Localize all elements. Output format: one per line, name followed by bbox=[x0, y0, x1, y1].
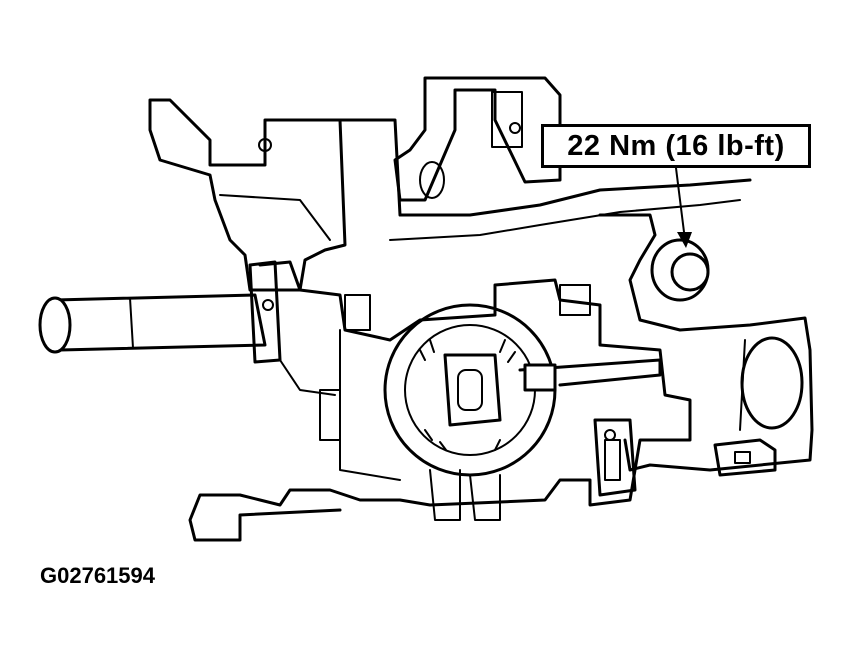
collar-hole bbox=[262, 299, 274, 311]
lower-tab-hole bbox=[604, 429, 616, 441]
lock-teeth bbox=[419, 339, 516, 451]
linkage-rod bbox=[518, 358, 662, 387]
left-bracket-arm bbox=[148, 98, 347, 292]
upper-bracket bbox=[393, 76, 562, 202]
upper-frame-line2 bbox=[389, 199, 741, 241]
arm-line bbox=[219, 194, 331, 241]
linkage-block bbox=[523, 363, 557, 392]
central-housing bbox=[188, 260, 692, 542]
left-lower-block bbox=[319, 389, 341, 441]
shaft-end bbox=[38, 296, 72, 354]
lower-tab bbox=[593, 418, 637, 497]
right-bracket bbox=[598, 213, 814, 472]
housing-slot-right bbox=[559, 284, 591, 316]
callout-leader bbox=[675, 167, 685, 233]
collar-lower bbox=[279, 359, 336, 396]
callout-arrowhead bbox=[677, 232, 692, 248]
lower-connectors bbox=[429, 469, 501, 521]
right-lower-slot bbox=[734, 451, 751, 464]
lock-key-slot bbox=[457, 369, 483, 411]
lock-ring-inner bbox=[404, 324, 536, 456]
bolt-head bbox=[670, 252, 710, 292]
housing-face bbox=[339, 329, 401, 481]
bracket-slot bbox=[491, 91, 523, 148]
bracket-hole bbox=[419, 161, 445, 199]
steering-shaft bbox=[53, 293, 267, 352]
lock-cylinder bbox=[443, 353, 502, 427]
housing-slot-left bbox=[344, 294, 371, 331]
right-bracket-inner bbox=[739, 339, 746, 431]
bracket-small-hole bbox=[509, 122, 521, 134]
right-bracket-boss bbox=[740, 336, 804, 430]
lower-tab-slot bbox=[604, 439, 621, 481]
right-lower-tab bbox=[713, 438, 777, 477]
shaft-step bbox=[129, 297, 134, 349]
upper-frame bbox=[338, 118, 752, 217]
arm-hole bbox=[258, 138, 272, 152]
figure-id: G02761594 bbox=[40, 563, 155, 588]
torque-callout: 22 Nm (16 lb-ft) bbox=[541, 124, 811, 168]
shaft-collar bbox=[248, 260, 282, 364]
